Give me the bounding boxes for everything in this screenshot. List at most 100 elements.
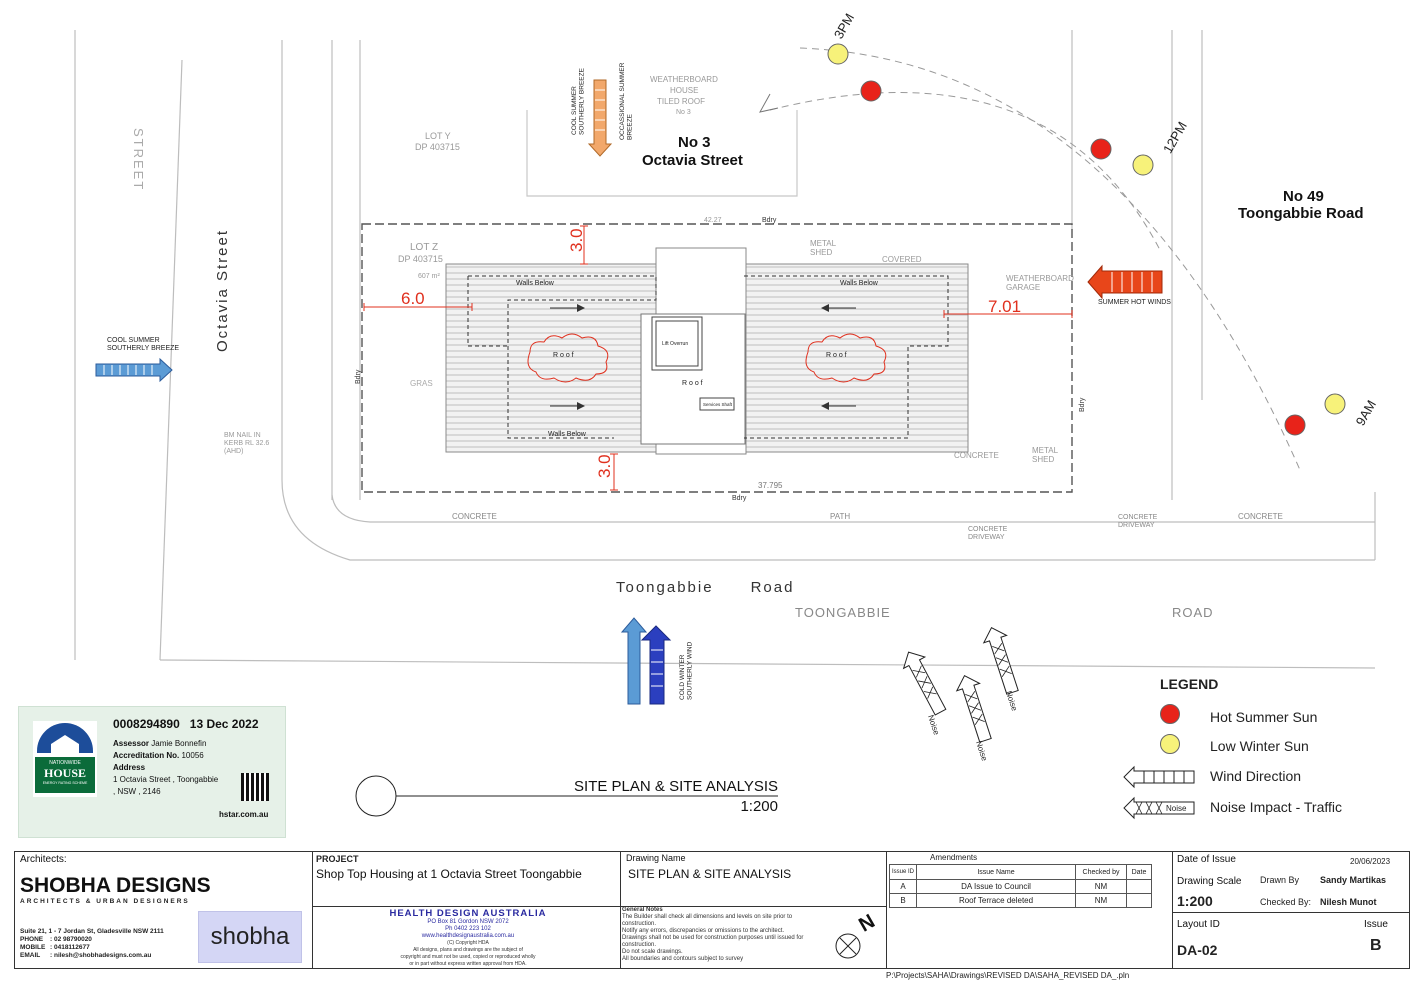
wind-arrow-cool-left	[95, 357, 173, 383]
sun-9am-hot	[1284, 414, 1306, 436]
tb-divider-2	[620, 851, 621, 969]
col-name: Issue Name	[916, 864, 1076, 880]
firm-subtitle: ARCHITECTS & URBAN DESIGNERS	[20, 898, 190, 905]
legend-noise: Noise Impact - Traffic	[1210, 799, 1343, 815]
legend-title: LEGEND	[1160, 676, 1219, 692]
house-icon	[51, 735, 79, 753]
wind-hot-label: SUMMER HOT WINDS	[1098, 299, 1171, 306]
badge-text-1: NATIONWIDE	[49, 760, 81, 766]
layout-id-label: Layout ID	[1177, 919, 1220, 930]
hstar-details: Assessor Jamie Bonnefin Accreditation No…	[113, 738, 218, 798]
lot-y: LOT Y	[425, 131, 451, 141]
legend-low-sun: Low Winter Sun	[1210, 738, 1309, 754]
bdry-bottom: Bdry	[732, 495, 747, 502]
col-checked: Checked by	[1075, 864, 1127, 880]
checked-by: Nilesh Munot	[1320, 897, 1377, 907]
sun-path-arrow	[759, 93, 779, 113]
badge-text-2: HOUSE	[43, 766, 86, 780]
setback-top: 3.0	[567, 228, 586, 252]
hda-line-3: www.healthdesignaustralia.com.au	[421, 933, 515, 939]
roof-label-left: R o o f	[553, 352, 574, 359]
table-row: B Roof Terrace deleted NM	[889, 893, 1152, 908]
note-2: construction.	[622, 921, 657, 927]
street-toongabbie: Toongabbie Road	[616, 579, 794, 596]
kerb-lines	[74, 30, 1376, 669]
note-5: construction.	[622, 942, 657, 948]
setback-bottom: 3.0	[595, 454, 614, 478]
amend-id-b: B	[889, 893, 917, 908]
roof-label-center: R o o f	[682, 380, 703, 387]
hda-line-1: PO Box 81 Gordon NSW 2072	[427, 919, 509, 925]
roof-label-right: R o o f	[826, 352, 847, 359]
phone: : 02 98790020	[50, 936, 92, 943]
general-notes: General Notes The Builder shall check al…	[622, 907, 822, 963]
address-line-1: 1 Octavia Street , Toongabbie	[113, 775, 219, 784]
shobha-logo: shobha	[198, 911, 302, 963]
col-issue: Issue ID	[889, 864, 917, 880]
site-boundary	[361, 223, 1073, 493]
amend-date-b	[1126, 893, 1152, 908]
no3-house-3: TILED ROOF	[657, 97, 705, 106]
level-bottom: 37.795	[758, 481, 783, 490]
noise-arrow-2	[955, 674, 992, 743]
hda-block: HEALTH DESIGN AUSTRALIA PO Box 81 Gordon…	[316, 908, 620, 968]
setback-right: 7.01	[988, 297, 1021, 316]
hstar-site: hstar.com.au	[219, 810, 269, 819]
badge-text-box: NATIONWIDE HOUSE ENERGY RATING SCHEME	[35, 757, 95, 793]
accreditation-no: 10056	[181, 751, 204, 760]
amend-name-a: DA Issue to Council	[916, 879, 1076, 894]
sun-path-summer	[769, 92, 1161, 251]
col-date: Date	[1126, 864, 1152, 880]
firm-address: Suite 21, 1 - 7 Jordan St, Gladesville N…	[20, 928, 164, 935]
mobile-label: MOBILE	[20, 944, 46, 951]
walls-below-1: Walls Below	[516, 280, 555, 287]
hda-name: HEALTH DESIGN AUSTRALIA	[389, 908, 547, 919]
setback-left: 6.0	[401, 289, 425, 308]
project-label: PROJECT	[316, 854, 359, 864]
phone-label: PHONE	[20, 936, 44, 943]
address-line-2: , NSW , 2146	[113, 787, 161, 796]
amendments-table: Issue ID Issue Name Checked by Date A DA…	[889, 864, 1152, 908]
hstar-number: 0008294890	[113, 717, 180, 731]
issue-value: B	[1370, 937, 1382, 954]
street-octavia: Octavia Street	[214, 229, 231, 352]
amend-name-b: Roof Terrace deleted	[916, 893, 1076, 908]
bdry-left: Bdry	[355, 369, 362, 384]
drawn-by-label: Drawn By	[1260, 875, 1300, 885]
assessor-label: Assessor	[113, 739, 150, 748]
noise-arrow-1	[902, 651, 947, 716]
noise-label-2: Noise	[974, 740, 989, 763]
address-label: Address	[113, 763, 146, 772]
note-6: Do not scale drawings.	[622, 949, 683, 955]
title-block	[14, 851, 1410, 969]
firm-name: SHOBHA DESIGNS	[20, 874, 211, 897]
sun-12pm-low	[1132, 154, 1154, 176]
note-1: The Builder shall check all dimensions a…	[622, 914, 793, 920]
hda-line-6: copyright and must not be used, copied o…	[400, 954, 536, 960]
lift-overrun: Lift Overrun	[662, 341, 688, 347]
drawing-scale-value: 1:200	[1177, 893, 1213, 909]
accreditation-label: Accreditation No.	[113, 751, 180, 760]
bdry-top: Bdry	[762, 217, 777, 224]
file-path: P:\Projects\SAHA\Drawings\REVISED DA\SAH…	[886, 971, 1130, 980]
nationwide-house-badge: NATIONWIDE HOUSE ENERGY RATING SCHEME	[33, 721, 97, 797]
hda-line-2: Ph 0402 223 102	[445, 926, 491, 932]
wind-cold-label: COLD WINTERSOUTHERLY WIND	[679, 641, 694, 700]
wind-arrow-orange	[587, 79, 613, 157]
date-of-issue-label: Date of Issue	[1177, 854, 1236, 865]
no3-label: No 3	[678, 134, 711, 151]
concrete-yard: CONCRETE	[954, 451, 999, 460]
tb-divider-1	[312, 851, 313, 969]
lot-z: LOT Z	[410, 242, 438, 253]
path: PATH	[830, 512, 850, 521]
issue-label: Issue	[1364, 919, 1388, 930]
grass: GRAS	[410, 379, 433, 388]
checked-by-label: Checked By:	[1260, 897, 1312, 907]
wind-cool-top-label: COOL SUMMERSOUTHERLY BREEZE	[571, 67, 586, 135]
